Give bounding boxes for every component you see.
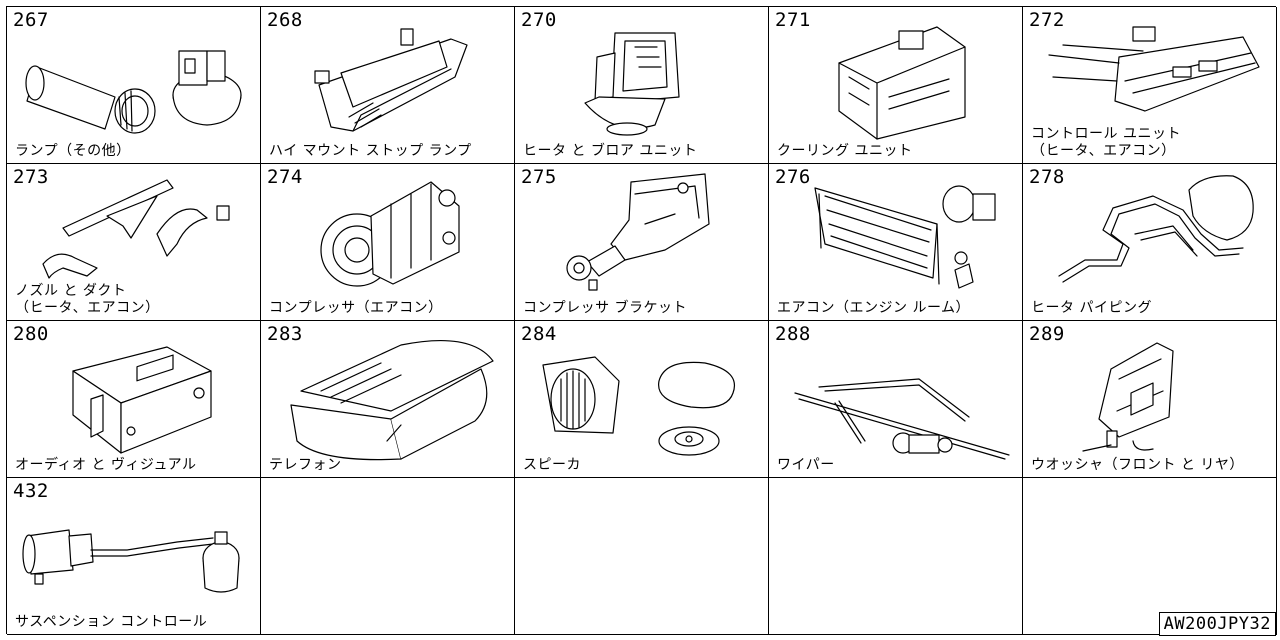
part-label: スピーカ: [523, 457, 581, 473]
part-label: コントロール ユニット （ヒータ、エアコン）: [1031, 126, 1181, 159]
part-number: 272: [1029, 9, 1065, 31]
heater-piping-icon: [1058, 175, 1254, 283]
part-cell-284[interactable]: 284 スピーカ: [515, 321, 769, 478]
part-number: 271: [775, 9, 811, 31]
part-number: 276: [775, 166, 811, 188]
part-number: 432: [13, 480, 49, 502]
diagram-code: AW200JPY32: [1158, 612, 1276, 636]
empty-cell: [1023, 478, 1277, 635]
part-label: ヒータ パイピング: [1031, 300, 1152, 316]
part-cell-268[interactable]: 268 ハイ マウント ストップ ランプ: [261, 7, 515, 164]
part-number: 268: [267, 9, 303, 31]
part-cell-267[interactable]: 267 ランプ（その他）: [7, 7, 261, 164]
part-label: ワイパー: [777, 457, 835, 473]
part-number: 289: [1029, 323, 1065, 345]
part-label: エアコン（エンジン ルーム）: [777, 300, 971, 316]
washer-tank-icon: [1082, 342, 1174, 452]
part-label: コンプレッサ ブラケット: [523, 300, 688, 316]
part-number: 288: [775, 323, 811, 345]
part-number: 278: [1029, 166, 1065, 188]
part-label: ウオッシャ（フロント と リヤ）: [1031, 457, 1244, 473]
part-cell-273[interactable]: 273 ノズル と ダクト （ヒータ、エアコン）: [7, 164, 261, 321]
telephone-icon: [290, 340, 494, 461]
part-cell-288[interactable]: 288 ワイパー: [769, 321, 1023, 478]
part-cell-276[interactable]: 276 エアコン（エンジン ルーム）: [769, 164, 1023, 321]
control-unit-icon: [1048, 26, 1260, 112]
stop-lamp-icon: [314, 28, 468, 132]
part-number: 280: [13, 323, 49, 345]
part-number: 267: [13, 9, 49, 31]
part-label: クーリング ユニット: [777, 143, 913, 159]
lamp-icon: [25, 50, 242, 134]
compressor-icon: [320, 181, 460, 287]
part-cell-283[interactable]: 283 テレフォン: [261, 321, 515, 478]
cooling-unit-icon: [838, 26, 966, 140]
part-number: 275: [521, 166, 557, 188]
part-cell-274[interactable]: 274 コンプレッサ（エアコン）: [261, 164, 515, 321]
part-label: コンプレッサ（エアコン）: [269, 300, 443, 316]
part-cell-272[interactable]: 272 コントロール ユニット （ヒータ、エアコン）: [1023, 7, 1277, 164]
compressor-bracket-icon: [566, 173, 710, 291]
part-label: テレフォン: [269, 457, 342, 473]
part-label: ハイ マウント ストップ ランプ: [269, 143, 472, 159]
parts-catalog-grid: 267 ランプ（その他） 268 ハイ マウント ストップ ランプ 270: [6, 6, 1277, 635]
part-cell-275[interactable]: 275 コンプレッサ ブラケット: [515, 164, 769, 321]
part-number: 283: [267, 323, 303, 345]
part-label: ノズル と ダクト （ヒータ、エアコン）: [15, 283, 160, 316]
part-cell-271[interactable]: 271 クーリング ユニット: [769, 7, 1023, 164]
nozzle-duct-icon: [42, 179, 230, 279]
part-label: ランプ（その他）: [15, 143, 131, 159]
part-label: オーディオ と ヴィジュアル: [15, 457, 197, 473]
part-number: 273: [13, 166, 49, 188]
part-cell-432[interactable]: 432 サスペンション コントロール: [7, 478, 261, 635]
part-cell-270[interactable]: 270 ヒータ と ブロア ユニット: [515, 7, 769, 164]
empty-cell: [769, 478, 1023, 635]
audio-unit-icon: [72, 346, 212, 454]
suspension-control-icon: [22, 529, 240, 593]
part-number: 284: [521, 323, 557, 345]
part-cell-289[interactable]: 289 ウオッシャ（フロント と リヤ）: [1023, 321, 1277, 478]
heater-blower-icon: [584, 32, 680, 136]
condenser-icon: [814, 185, 996, 289]
part-cell-280[interactable]: 280 オーディオ と ヴィジュアル: [7, 321, 261, 478]
wiper-icon: [794, 378, 1010, 460]
part-label: ヒータ と ブロア ユニット: [523, 143, 698, 159]
empty-cell: [261, 478, 515, 635]
part-label: サスペンション コントロール: [15, 614, 208, 630]
part-cell-278[interactable]: 278 ヒータ パイピング: [1023, 164, 1277, 321]
part-number: 274: [267, 166, 303, 188]
part-number: 270: [521, 9, 557, 31]
empty-cell: [515, 478, 769, 635]
speaker-icon: [542, 356, 735, 456]
